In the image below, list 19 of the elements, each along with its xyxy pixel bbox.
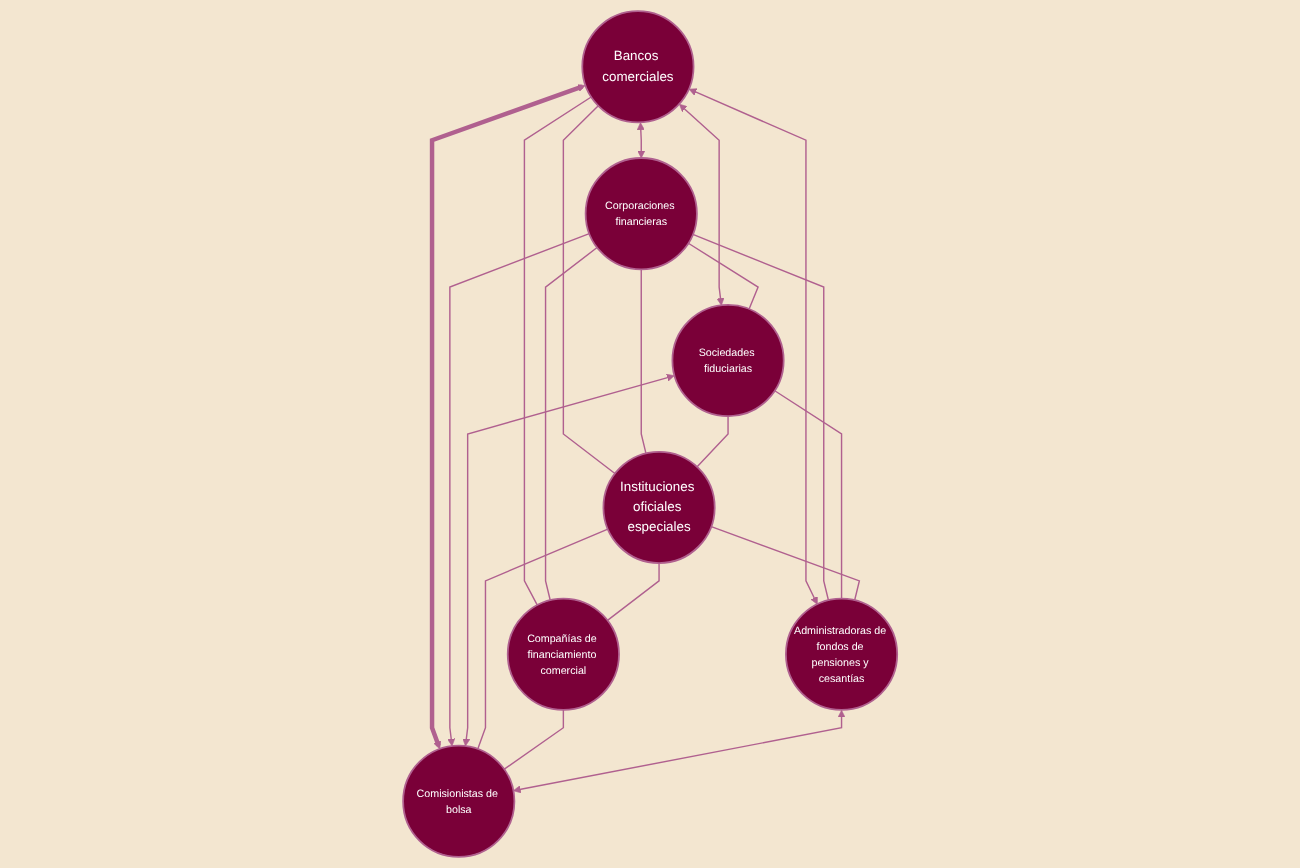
arrow: [462, 373, 675, 747]
arrow: [688, 88, 818, 605]
arrow: [512, 709, 846, 794]
connector: [606, 562, 660, 622]
connector: [692, 233, 829, 601]
connector: [503, 709, 564, 770]
connector: [544, 246, 598, 601]
arrow: [678, 104, 725, 306]
connector: [710, 525, 861, 601]
arrow: [429, 84, 586, 750]
connector: [562, 105, 616, 475]
connector: [696, 415, 729, 468]
arrow: [447, 232, 590, 747]
arrow: [636, 122, 645, 159]
connector: [640, 268, 647, 455]
connector: [523, 96, 592, 606]
connector: [687, 242, 759, 310]
connector: [476, 528, 609, 750]
connector: [773, 390, 843, 600]
